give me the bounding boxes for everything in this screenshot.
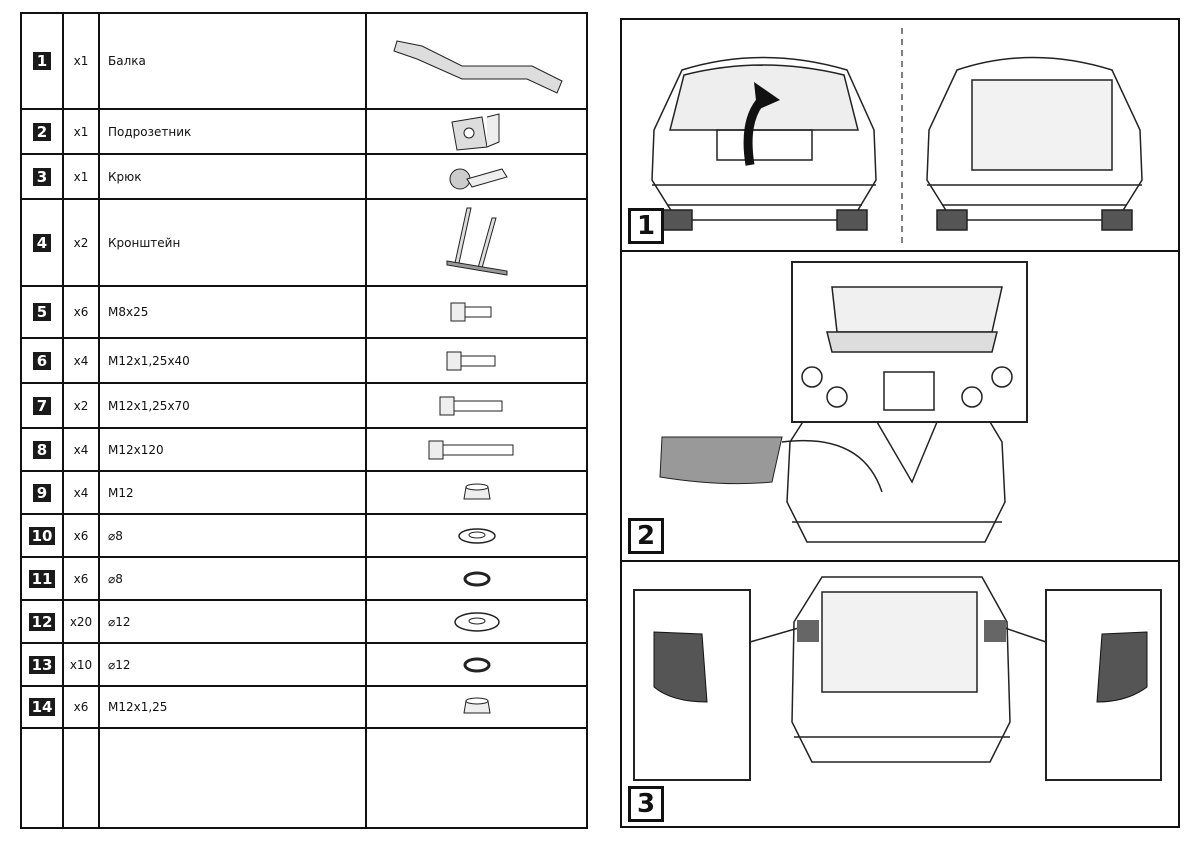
part-number: 8 (33, 440, 51, 459)
socket-plate-icon (365, 108, 588, 155)
part-quantity: x6 (62, 285, 100, 339)
nut-icon (365, 470, 588, 515)
part-quantity: x4 (62, 470, 100, 515)
spring-washer-icon (365, 642, 588, 687)
part-quantity: x6 (62, 685, 100, 729)
part-quantity: x4 (62, 427, 100, 472)
part-number: 5 (33, 303, 51, 321)
part-name: ⌀12 (98, 599, 367, 644)
part-name: Подрозетник (98, 108, 367, 155)
part-name: Балка (98, 12, 367, 110)
part-name: Кронштейн (98, 198, 367, 287)
part-number: 9 (33, 483, 51, 502)
part-number: 10 (28, 526, 56, 545)
part-number: 14 (28, 698, 56, 716)
step-number: 2 (628, 518, 664, 554)
tow-ball-icon (365, 153, 588, 200)
bolt-icon (365, 285, 588, 339)
part-quantity: x6 (62, 513, 100, 558)
part-quantity: x4 (62, 337, 100, 384)
part-quantity: x1 (62, 108, 100, 155)
part-name: ⌀8 (98, 513, 367, 558)
part-number: 6 (33, 351, 51, 370)
part-name: ⌀12 (98, 642, 367, 687)
part-number: 2 (33, 122, 51, 141)
part-quantity: x2 (62, 198, 100, 287)
bolt-icon (365, 427, 588, 472)
part-number: 13 (28, 655, 56, 674)
side-trim-removal-illustration (633, 576, 1162, 781)
step-2-panel: 2 (622, 252, 1178, 562)
part-quantity: x10 (62, 642, 100, 687)
beam-icon (365, 12, 588, 110)
part-name: ⌀8 (98, 556, 367, 601)
washer-icon (365, 599, 588, 644)
part-quantity: x1 (62, 12, 100, 110)
bolt-icon (365, 337, 588, 384)
part-row: 11 x6⌀8 (20, 556, 588, 601)
part-number: 11 (28, 569, 56, 588)
part-name: M12 (98, 470, 367, 515)
step-number: 1 (628, 208, 664, 244)
spring-washer-icon (365, 556, 588, 601)
step-3-panel: 3 (622, 562, 1178, 828)
part-row: 13 x10⌀12 (20, 642, 588, 687)
part-name: M12x1,25x70 (98, 382, 367, 429)
washer-icon (365, 513, 588, 558)
empty-row (20, 727, 588, 829)
part-quantity: x20 (62, 599, 100, 644)
part-number: 12 (28, 612, 56, 631)
installation-steps: 1 2 (620, 18, 1180, 828)
nut-icon (365, 685, 588, 729)
part-name: M12x1,25 (98, 685, 367, 729)
part-name: Крюк (98, 153, 367, 200)
part-name: M12x1,25x40 (98, 337, 367, 384)
part-row: 10 x6⌀8 (20, 513, 588, 558)
car-rear-tailgate-illustration (651, 28, 1143, 245)
part-number: 7 (33, 396, 51, 415)
part-number: 4 (33, 233, 51, 252)
part-quantity: x1 (62, 153, 100, 200)
part-number: 1 (33, 52, 51, 70)
step-1-panel: 1 (622, 20, 1178, 252)
bracket-icon (365, 198, 588, 287)
part-row: 12 x20⌀12 (20, 599, 588, 644)
part-number: 3 (33, 167, 51, 186)
part-name: M12x120 (98, 427, 367, 472)
part-quantity: x2 (62, 382, 100, 429)
bolt-icon (365, 382, 588, 429)
part-name: M8x25 (98, 285, 367, 339)
step-number: 3 (628, 786, 664, 822)
part-quantity: x6 (62, 556, 100, 601)
trim-panel-removal-illustration (659, 261, 1028, 543)
